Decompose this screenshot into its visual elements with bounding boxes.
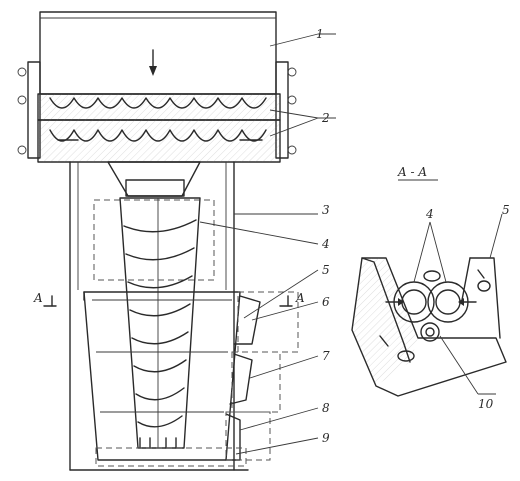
funnel xyxy=(107,161,201,197)
section-callout-10: 10 xyxy=(478,397,494,411)
section-view: A - A 4 5 10 xyxy=(351,165,510,411)
callout-7: 7 xyxy=(322,349,330,363)
callout-2: 2 xyxy=(321,111,330,125)
feed-augers xyxy=(37,93,281,163)
housing xyxy=(69,161,249,471)
section-marker-right-label: A xyxy=(295,291,305,305)
callout-5: 5 xyxy=(322,263,330,277)
callout-6: 6 xyxy=(322,295,330,309)
section-marker-left-label: A xyxy=(33,291,43,305)
callout-3: 3 xyxy=(322,203,330,217)
section-marker-right: A xyxy=(279,291,305,307)
callout-8: 8 xyxy=(322,401,330,415)
section-title: A - A xyxy=(397,165,427,179)
callout-1: 1 xyxy=(316,27,324,41)
callout-4: 4 xyxy=(321,237,330,251)
section-callout-4: 4 xyxy=(425,207,434,221)
callout-9: 9 xyxy=(322,431,330,445)
outer-trough xyxy=(83,291,299,467)
section-callout-5: 5 xyxy=(502,203,510,217)
main-view: A A 1 2 3 4 5 6 7 xyxy=(17,11,336,471)
callout-leaders xyxy=(199,33,336,455)
vertical-screw xyxy=(119,197,201,449)
section-marker-left: A xyxy=(33,291,57,307)
